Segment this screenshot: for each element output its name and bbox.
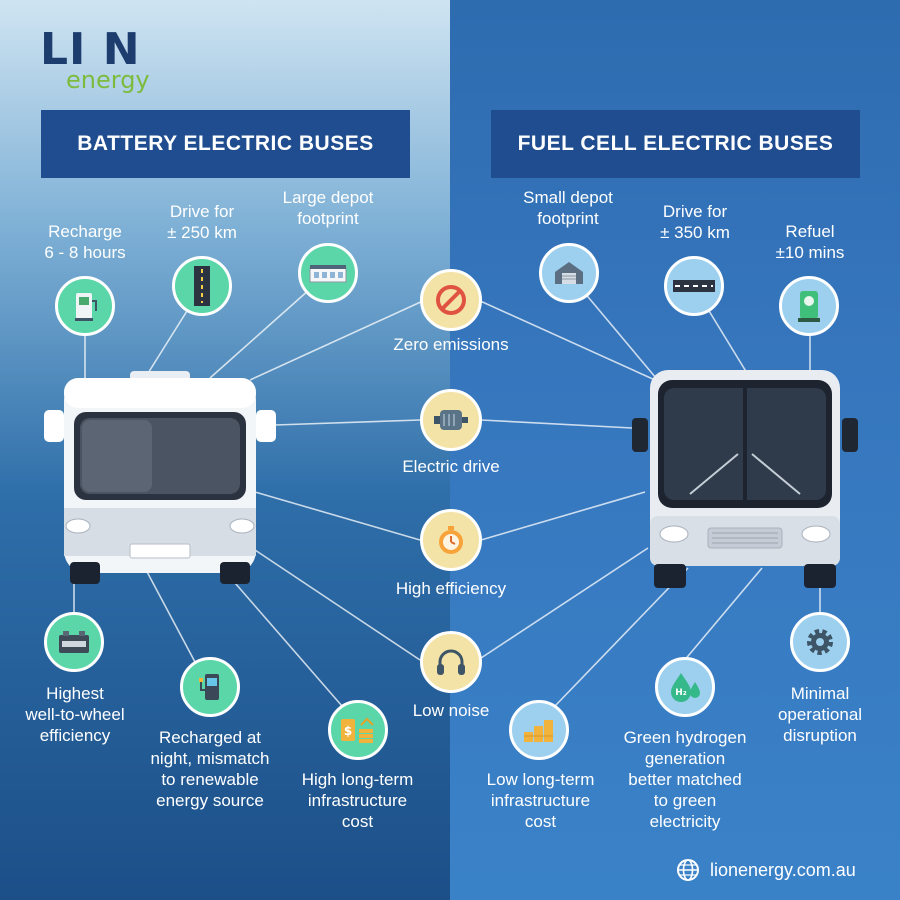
no-emissions-icon — [420, 269, 482, 331]
green-hydrogen-label: Green hydrogen generation better matched… — [623, 728, 747, 831]
h2-symbol: H₂ — [675, 688, 687, 698]
high-cost-coins-icon: $ — [328, 700, 388, 760]
fuel-cell-bus-illustration — [632, 370, 858, 588]
low-infrastructure-cost-label: Low long-term infrastructure cost — [486, 770, 595, 831]
charger-plug-icon — [180, 657, 240, 717]
low-cost-coins-icon — [509, 700, 569, 760]
globe-icon — [677, 859, 699, 881]
battery-bus-illustration — [44, 371, 276, 584]
well-to-wheel-label: Highest well-to-wheel efficiency — [25, 684, 125, 745]
high-infrastructure-cost-label: High long-term infrastructure cost — [301, 770, 414, 831]
minimal-disruption-label: Minimal operational disruption — [777, 684, 863, 745]
battery-electric-buses-banner: BATTERY ELECTRIC BUSES — [41, 110, 410, 178]
drive-range-250-label: Drive for ± 250 km — [167, 202, 237, 242]
logo-tagline: energy — [66, 66, 150, 94]
website-link[interactable]: lionenergy.com.au — [710, 859, 856, 880]
website-footer[interactable]: lionenergy.com.au — [676, 858, 856, 882]
electric-motor-icon — [420, 389, 482, 451]
hydrogen-drops-icon: H₂ — [655, 657, 715, 717]
hydrogen-pump-icon — [779, 276, 839, 336]
zero-emissions-label: Zero emissions — [393, 335, 509, 354]
high-efficiency-label: High efficiency — [395, 579, 507, 598]
large-depot-icon — [298, 243, 358, 303]
drive-range-350-label: Drive for ± 350 km — [660, 202, 730, 242]
highway-road-icon — [664, 256, 724, 316]
electric-drive-label: Electric drive — [402, 457, 500, 476]
recharge-time-label: Recharge 6 - 8 hours — [44, 222, 126, 262]
headphones-icon — [420, 631, 482, 693]
refuel-time-label: Refuel ±10 mins — [775, 222, 845, 262]
logo-wordmark: LI N — [40, 24, 141, 75]
gear-icon — [790, 612, 850, 672]
small-depot-label: Small depot footprint — [523, 188, 613, 228]
recharged-at-night-label: Recharged at night, mismatch to renewabl… — [150, 728, 270, 810]
lion-energy-logo: LI N energy — [40, 24, 150, 94]
battery-icon — [44, 612, 104, 672]
road-icon — [172, 256, 232, 316]
small-depot-icon — [539, 243, 599, 303]
large-depot-label: Large depot footprint — [282, 188, 374, 228]
stopwatch-icon — [420, 509, 482, 571]
svg-text:$: $ — [344, 724, 352, 738]
charging-station-icon — [55, 276, 115, 336]
fuel-cell-electric-buses-banner: FUEL CELL ELECTRIC BUSES — [491, 110, 860, 178]
low-noise-label: Low noise — [412, 701, 490, 720]
